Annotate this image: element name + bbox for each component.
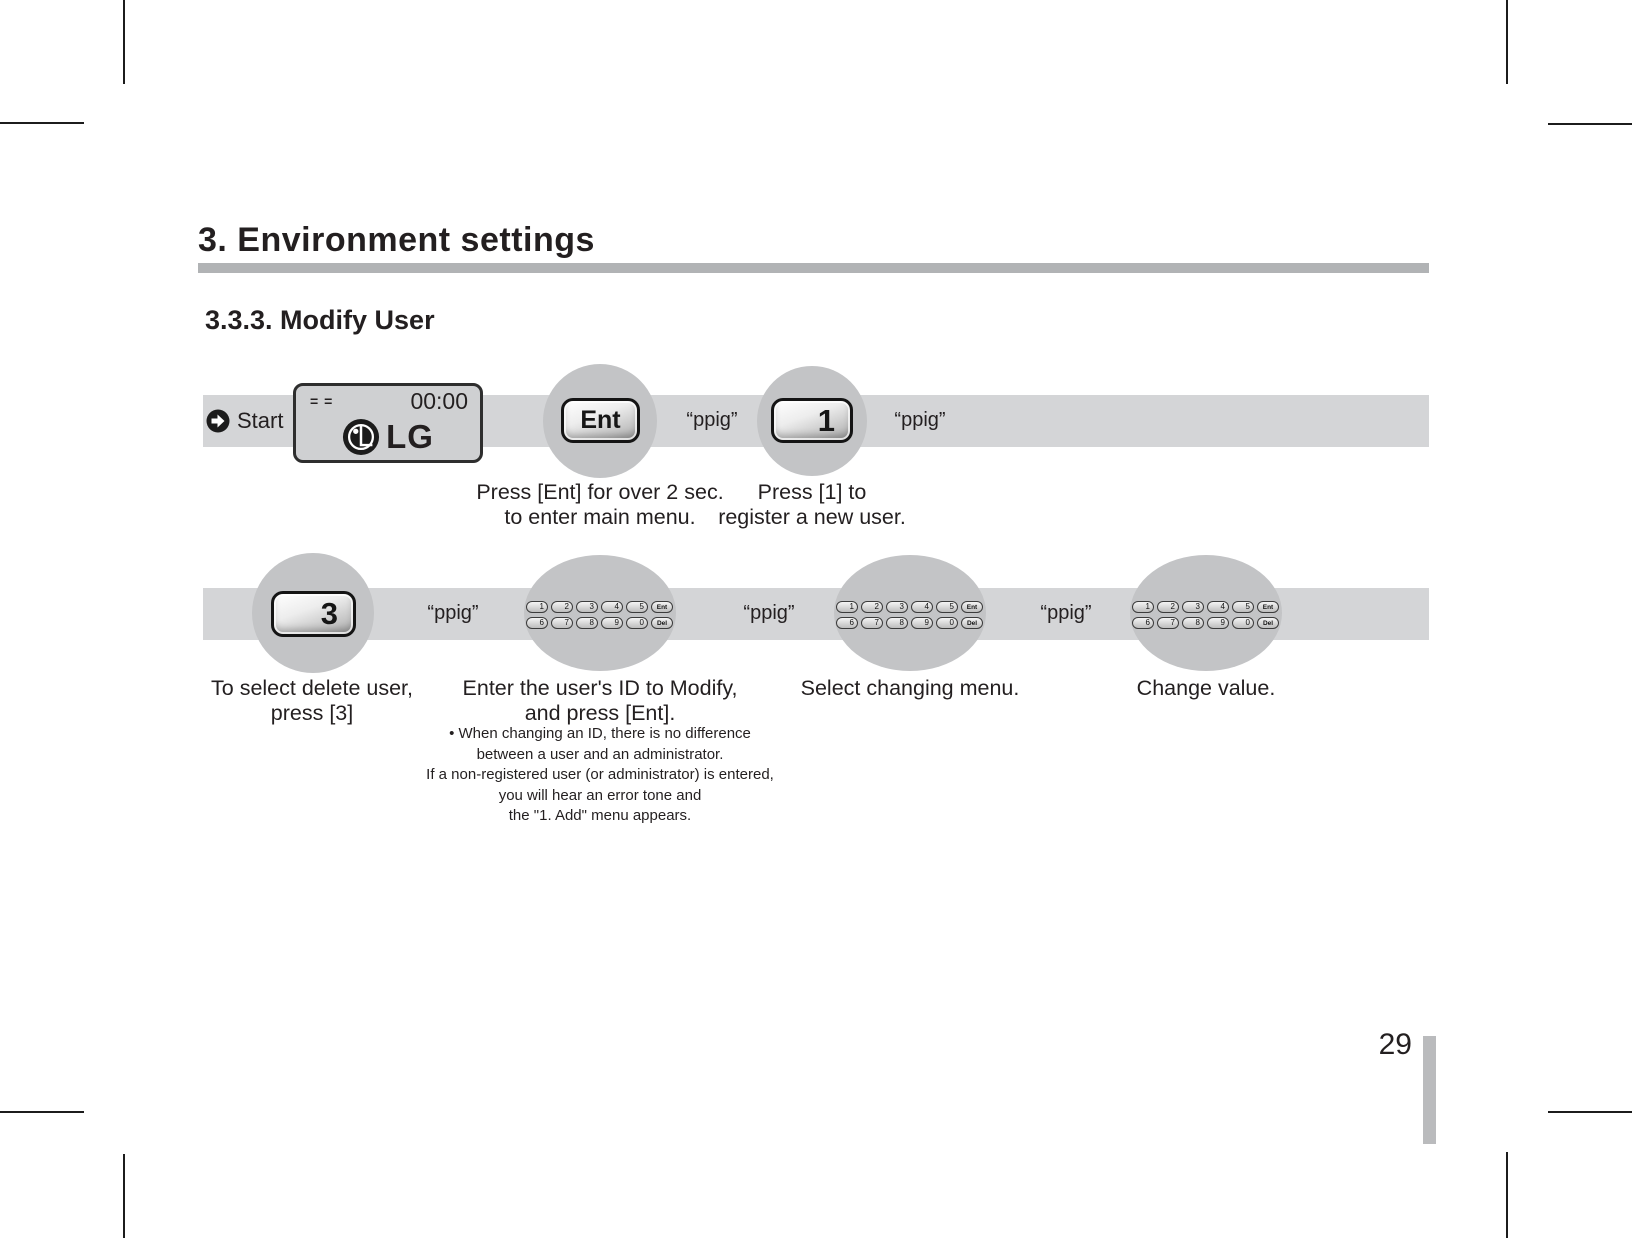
page-number: 29 — [1378, 1028, 1412, 1061]
crop-mark-bottom-right-v — [1506, 1152, 1508, 1238]
title-underline-bar — [198, 263, 1429, 273]
crop-mark-bottom-left-v — [123, 1154, 125, 1238]
one-button-image: 1 — [771, 398, 853, 443]
caption-enter-id: Enter the user's ID to Modify, and press… — [463, 676, 738, 726]
keypad-3: 1 2 3 4 5 Ent 6 7 8 9 0 Del — [1132, 601, 1279, 633]
keypad-button-2: 2 — [861, 601, 883, 613]
keypad-row: 1 2 3 4 5 Ent — [836, 601, 983, 613]
caption-line: and press [Ent]. — [524, 701, 676, 725]
keypad-button-3: 3 — [1182, 601, 1204, 613]
crop-mark-top-left-v — [123, 0, 125, 84]
caption-select-delete: To select delete user, press [3] — [211, 676, 413, 726]
crop-mark-bottom-right-h — [1548, 1111, 1632, 1113]
caption-change-value: Change value. — [1136, 676, 1276, 700]
caption-line: register a new user. — [718, 505, 906, 529]
keypad-button-1: 1 — [526, 601, 548, 613]
keypad-button-6: 6 — [526, 617, 548, 629]
beep-signal-2: “ppig” — [894, 409, 946, 431]
keypad-button-ent: Ent — [961, 601, 983, 613]
caption-line: To select delete user, — [211, 676, 413, 700]
keypad-button-2: 2 — [551, 601, 573, 613]
keypad-button-0: 0 — [1232, 617, 1254, 629]
keypad-row: 6 7 8 9 0 Del — [836, 617, 983, 629]
keypad-button-8: 8 — [1182, 617, 1204, 629]
caption-line: to enter main menu. — [504, 505, 696, 529]
keypad-button-ent: Ent — [651, 601, 673, 613]
ent-button-image: Ent — [561, 398, 640, 443]
note-line: you will hear an error tone and — [498, 786, 702, 804]
page-title: 3. Environment settings — [198, 221, 595, 259]
keypad-button-6: 6 — [836, 617, 858, 629]
note-line: the "1. Add" menu appears. — [508, 807, 692, 824]
note-line: • When changing an ID, there is no diffe… — [449, 725, 751, 742]
keypad-row: 1 2 3 4 5 Ent — [1132, 601, 1279, 613]
keypad-button-3: 3 — [886, 601, 908, 613]
lcd-brand-row: LG — [296, 418, 480, 456]
keypad-2: 1 2 3 4 5 Ent 6 7 8 9 0 Del — [836, 601, 983, 633]
keypad-row: 6 7 8 9 0 Del — [526, 617, 673, 629]
keypad-button-7: 7 — [1157, 617, 1179, 629]
start-marker: Start — [206, 408, 283, 434]
beep-signal-4: “ppig” — [743, 602, 795, 624]
lg-logo-icon — [343, 418, 380, 456]
caption-line: Enter the user's ID to Modify, — [462, 676, 738, 700]
keypad-1: 1 2 3 4 5 Ent 6 7 8 9 0 Del — [526, 601, 673, 633]
crop-mark-top-right-h — [1548, 123, 1632, 125]
keypad-button-9: 9 — [911, 617, 933, 629]
note-line: If a non-registered user (or administrat… — [426, 766, 774, 783]
keypad-button-4: 4 — [911, 601, 933, 613]
keypad-button-6: 6 — [1132, 617, 1154, 629]
note-block: • When changing an ID, there is no diffe… — [426, 724, 774, 827]
caption-line: Press [1] to — [757, 480, 867, 504]
keypad-button-7: 7 — [551, 617, 573, 629]
caption-select-menu: Select changing menu. — [800, 676, 1020, 700]
keypad-button-5: 5 — [626, 601, 648, 613]
keypad-button-8: 8 — [886, 617, 908, 629]
beep-signal-1: “ppig” — [686, 409, 738, 431]
caption-press-one: Press [1] to register a new user. — [718, 480, 906, 530]
caption-press-ent: Press [Ent] for over 2 sec. to enter mai… — [476, 480, 723, 530]
crop-mark-bottom-left-h — [0, 1111, 84, 1113]
keypad-button-3: 3 — [576, 601, 598, 613]
note-line: between a user and an administrator. — [476, 745, 724, 763]
keypad-button-del: Del — [651, 617, 673, 629]
keypad-button-9: 9 — [601, 617, 623, 629]
page-number-bar — [1423, 1036, 1436, 1144]
keypad-button-4: 4 — [601, 601, 623, 613]
keypad-row: 1 2 3 4 5 Ent — [526, 601, 673, 613]
three-button-image: 3 — [271, 591, 356, 637]
keypad-step-circle-2 — [834, 555, 986, 671]
start-label: Start — [237, 408, 284, 433]
keypad-button-del: Del — [1257, 617, 1279, 629]
keypad-button-8: 8 — [576, 617, 598, 629]
keypad-step-circle-1 — [524, 555, 676, 671]
section-heading: 3.3.3. Modify User — [205, 305, 435, 335]
lg-brand-text: LG — [386, 418, 434, 455]
lcd-status-text: = = — [310, 393, 334, 409]
beep-signal-3: “ppig” — [427, 602, 479, 624]
keypad-button-ent: Ent — [1257, 601, 1279, 613]
lcd-display: = = 00:00 LG — [293, 383, 483, 463]
keypad-button-1: 1 — [836, 601, 858, 613]
crop-mark-top-right-v — [1506, 0, 1508, 84]
keypad-button-4: 4 — [1207, 601, 1229, 613]
keypad-button-del: Del — [961, 617, 983, 629]
keypad-button-5: 5 — [936, 601, 958, 613]
keypad-button-7: 7 — [861, 617, 883, 629]
keypad-button-2: 2 — [1157, 601, 1179, 613]
keypad-button-0: 0 — [936, 617, 958, 629]
beep-signal-5: “ppig” — [1040, 602, 1092, 624]
lcd-time: 00:00 — [410, 388, 468, 414]
caption-line: press [3] — [270, 701, 354, 725]
crop-mark-top-left-h — [0, 122, 84, 124]
keypad-button-5: 5 — [1232, 601, 1254, 613]
keypad-button-0: 0 — [626, 617, 648, 629]
start-arrow-icon — [206, 409, 230, 433]
keypad-row: 6 7 8 9 0 Del — [1132, 617, 1279, 629]
keypad-step-circle-3 — [1130, 555, 1282, 671]
caption-line: Press [Ent] for over 2 sec. — [476, 480, 724, 504]
keypad-button-1: 1 — [1132, 601, 1154, 613]
keypad-button-9: 9 — [1207, 617, 1229, 629]
